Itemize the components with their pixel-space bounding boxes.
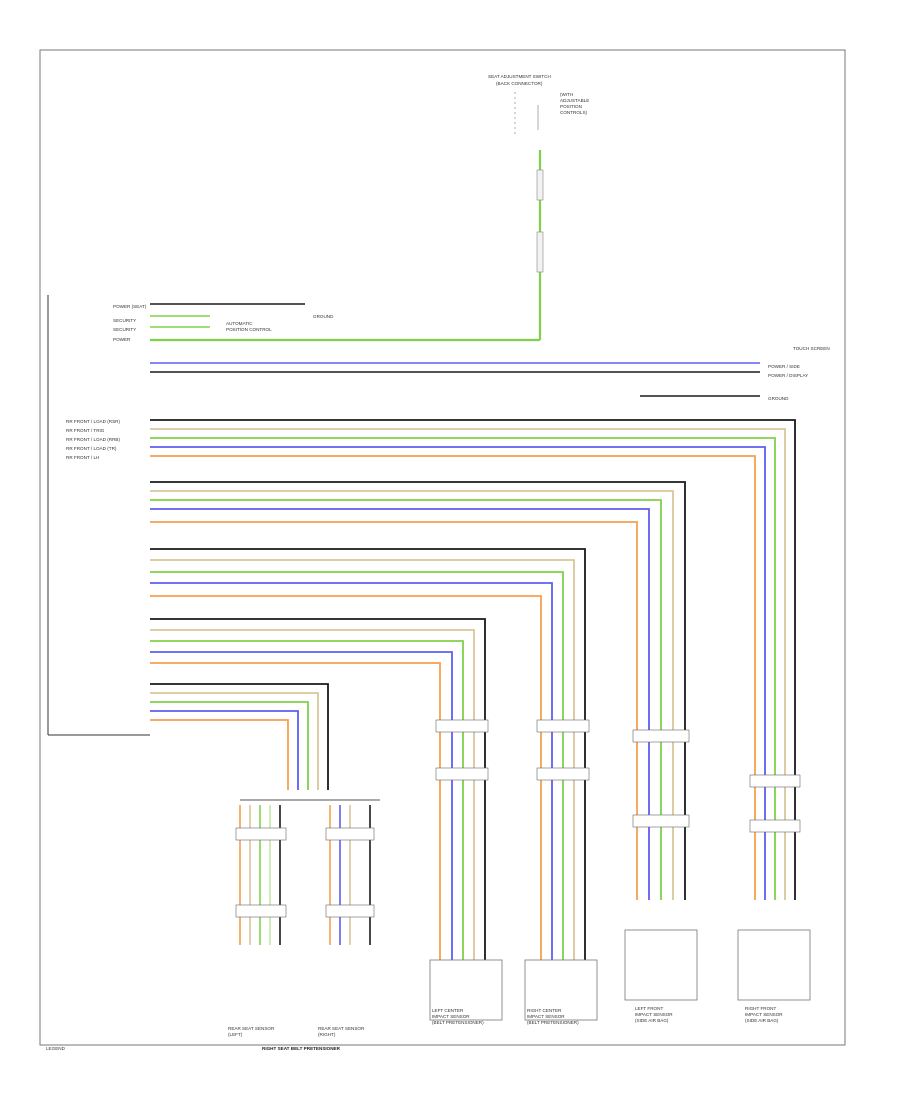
connector-marker-6 xyxy=(632,814,690,828)
top-switch-note-2: ADJUSTABLE xyxy=(560,98,589,103)
top-switch-title-1: SEAT ADJUSTMENT SWITCH xyxy=(488,74,551,79)
ecu-row-label-1: RR FRONT / LOAD (RSR) xyxy=(66,419,120,424)
top-switch-note-3: POSITION xyxy=(560,104,582,109)
bundle-4-wire-blue xyxy=(150,651,453,960)
sensor-box-right-front xyxy=(737,929,811,1001)
front-label-2: SECURITY xyxy=(113,318,136,323)
front-ground-callout: GROUND xyxy=(313,314,334,319)
sensor-label-left-front-3: (SIDE AIR BAG) xyxy=(635,1018,669,1023)
bundle-5-wire-tan xyxy=(150,692,319,790)
bundle-4-wire-orange xyxy=(150,662,441,960)
sensor-box-left-center xyxy=(429,959,503,1021)
sensor-label-rear-left-2: (LEFT) xyxy=(228,1032,243,1037)
front-label-1: POWER (SEAT) xyxy=(113,304,147,309)
bundle-3-wire-black xyxy=(150,548,586,960)
bottom-label: RIGHT SEAT BELT PRETENSIONER xyxy=(262,1046,341,1051)
bundle-2-wire-orange xyxy=(150,521,638,900)
connector-marker-10 xyxy=(325,827,375,841)
rear-right-branch xyxy=(329,805,371,945)
diagram-frame xyxy=(39,49,846,1046)
bundle-2-wire-black xyxy=(150,481,686,900)
bundle-4-wire-black xyxy=(150,618,486,960)
bundle-5-wire-blue xyxy=(150,710,299,790)
rear-left-branch xyxy=(239,805,281,945)
right-label-2: POWER / SIDE xyxy=(768,364,800,369)
sensor-label-right-front-2: IMPACT SENSOR xyxy=(745,1012,783,1017)
bundle-1 xyxy=(150,419,796,900)
bundle-3-wire-green xyxy=(150,571,564,960)
top-switch-title-2: (BACK CONNECTOR) xyxy=(496,81,543,86)
sensor-boxes xyxy=(429,929,811,1021)
connector-marker-11 xyxy=(235,904,287,918)
front-callout-2: POSITION CONTROL xyxy=(226,327,272,332)
sensor-label-left-front-1: LEFT FRONT xyxy=(635,1006,663,1011)
right-label-3: POWER / DISPLAY xyxy=(768,373,808,378)
connector-marker-4 xyxy=(536,767,590,781)
connector-marker-12 xyxy=(325,904,375,918)
bundle-4-wire-green xyxy=(150,640,464,960)
connector-marker-9 xyxy=(235,827,287,841)
sensor-label-right-front-3: (SIDE AIR BAG) xyxy=(745,1018,779,1023)
green-connector-2 xyxy=(536,231,544,273)
bundle-1-wire-orange xyxy=(150,455,756,900)
ecu-row-label-2: RR FRONT / TRIG xyxy=(66,428,105,433)
bundle-1-wire-tan xyxy=(150,428,786,900)
sensor-label-right-center-3: (BELT PRETENSIONER) xyxy=(527,1020,579,1025)
connector-markers xyxy=(235,719,801,918)
sensor-label-left-front-2: IMPACT SENSOR xyxy=(635,1012,673,1017)
sensor-label-left-center-1: LEFT CENTER xyxy=(432,1008,464,1013)
connector-marker-2 xyxy=(435,767,489,781)
sensor-label-right-center-2: IMPACT SENSOR xyxy=(527,1014,565,1019)
bundle-3-wire-orange xyxy=(150,595,542,960)
sensor-label-right-front-1: RIGHT FRONT xyxy=(745,1006,776,1011)
ecu-row-label-4: RR FRONT / LOAD (TR) xyxy=(66,446,117,451)
right-label-4: GROUND xyxy=(768,396,789,401)
bundle-2-wire-blue xyxy=(150,508,650,900)
bundle-5-wire-black xyxy=(150,683,329,790)
bundle-2 xyxy=(150,481,686,900)
right-label-1: TOUCH SCREEN xyxy=(793,346,830,351)
top-switch-note-1: (WITH xyxy=(560,92,573,97)
bundle-4-wire-tan xyxy=(150,629,475,960)
bundle-3 xyxy=(150,548,586,960)
ecu-row-label-3: RR FRONT / LOAD (RRB) xyxy=(66,437,120,442)
bundle-5-wire-green xyxy=(150,701,309,790)
bundle-1-wire-green xyxy=(150,437,776,900)
ecu-row-labels: RR FRONT / LOAD (RSR) RR FRONT / TRIG RR… xyxy=(66,419,120,460)
connector-marker-8 xyxy=(749,819,801,833)
green-connector-1 xyxy=(536,169,544,201)
front-callout-1: AUTOMATIC xyxy=(226,321,253,326)
sensor-label-rear-left-1: REAR SEAT SENSOR xyxy=(228,1026,275,1031)
corner-label: LEGEND xyxy=(46,1046,66,1051)
sensor-label-rear-right-1: REAR SEAT SENSOR xyxy=(318,1026,365,1031)
front-label-3: SECURITY xyxy=(113,327,136,332)
bundle-2-wire-tan xyxy=(150,490,674,900)
sensor-label-rear-right-2: (RIGHT) xyxy=(318,1032,336,1037)
sensor-box-right-center xyxy=(524,959,598,1021)
ecu-row-label-5: RR FRONT / LH xyxy=(66,455,99,460)
bundle-1-wire-blue xyxy=(150,446,766,900)
sensor-box-left-front xyxy=(624,929,698,1001)
bundle-1-wire-black xyxy=(150,419,796,900)
bundle-3-wire-blue xyxy=(150,582,553,960)
connector-marker-7 xyxy=(749,774,801,788)
front-label-4: POWER xyxy=(113,337,131,342)
bundle-2-wire-green xyxy=(150,499,662,900)
bundle-5 xyxy=(150,683,329,790)
sensor-label-left-center-3: (BELT PRETENSIONER) xyxy=(432,1020,484,1025)
bundle-5-wire-orange xyxy=(150,719,289,790)
sensor-label-right-center-1: RIGHT CENTER xyxy=(527,1008,562,1013)
top-switch-note-4: CONTROLS) xyxy=(560,110,588,115)
bundle-4 xyxy=(150,618,486,960)
connector-marker-1 xyxy=(435,719,489,733)
connector-marker-3 xyxy=(536,719,590,733)
connector-marker-5 xyxy=(632,729,690,743)
bundle-3-wire-tan xyxy=(150,559,575,960)
sensor-label-left-center-2: IMPACT SENSOR xyxy=(432,1014,470,1019)
